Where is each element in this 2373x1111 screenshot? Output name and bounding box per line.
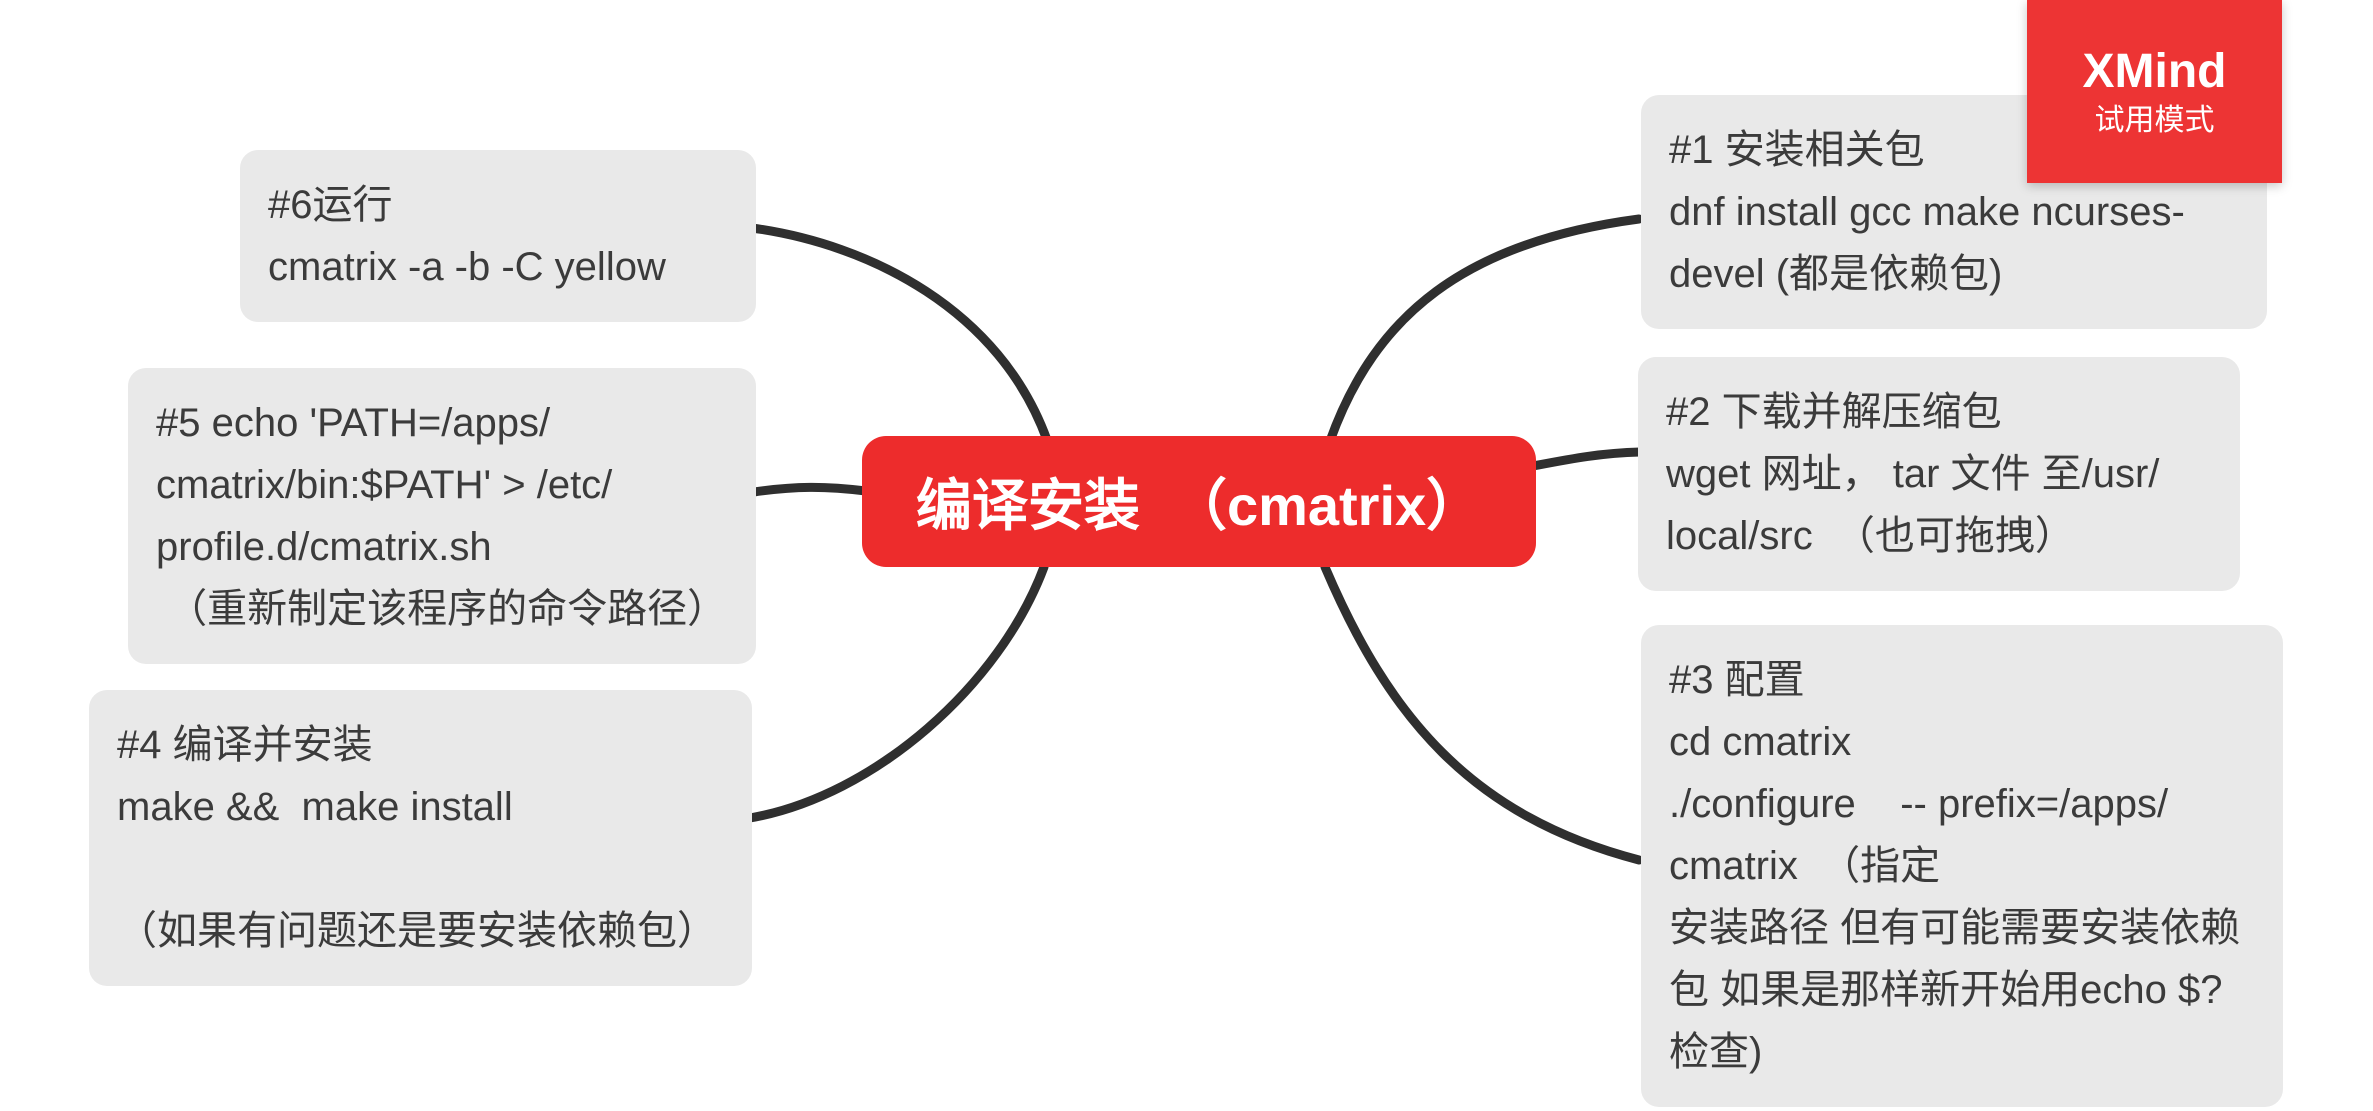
connector-topic-4: [745, 562, 1049, 823]
topic-6-run[interactable]: #6运行 cmatrix -a -b -C yellow: [240, 150, 756, 322]
topic-4-make-install[interactable]: #4 编译并安装 make && make install （如果有问题还是要安…: [89, 690, 752, 986]
topic-2-download-extract[interactable]: #2 下载并解压缩包 wget 网址， tar 文件 至/usr/ local/…: [1638, 357, 2240, 591]
connector-topic-3: [1320, 562, 1644, 865]
topic-3-configure[interactable]: #3 配置 cd cmatrix ./configure -- prefix=/…: [1641, 625, 2283, 1107]
topic-1-install-packages[interactable]: #1 安装相关包 dnf install gcc make ncurses- d…: [1641, 95, 2267, 329]
connector-topic-6: [747, 223, 1052, 445]
xmind-logo-text: XMind: [2082, 44, 2227, 98]
central-topic[interactable]: 编译安装 （cmatrix）: [862, 436, 1536, 567]
topic-5-path-profile[interactable]: #5 echo 'PATH=/apps/ cmatrix/bin:$PATH' …: [128, 368, 756, 664]
xmind-trial-watermark[interactable]: XMind 试用模式: [2027, 0, 2282, 183]
connector-topic-2: [1528, 447, 1645, 471]
connector-topic-1: [1325, 214, 1644, 446]
connector-topic-5: [749, 482, 871, 497]
trial-mode-label: 试用模式: [2094, 103, 2215, 137]
